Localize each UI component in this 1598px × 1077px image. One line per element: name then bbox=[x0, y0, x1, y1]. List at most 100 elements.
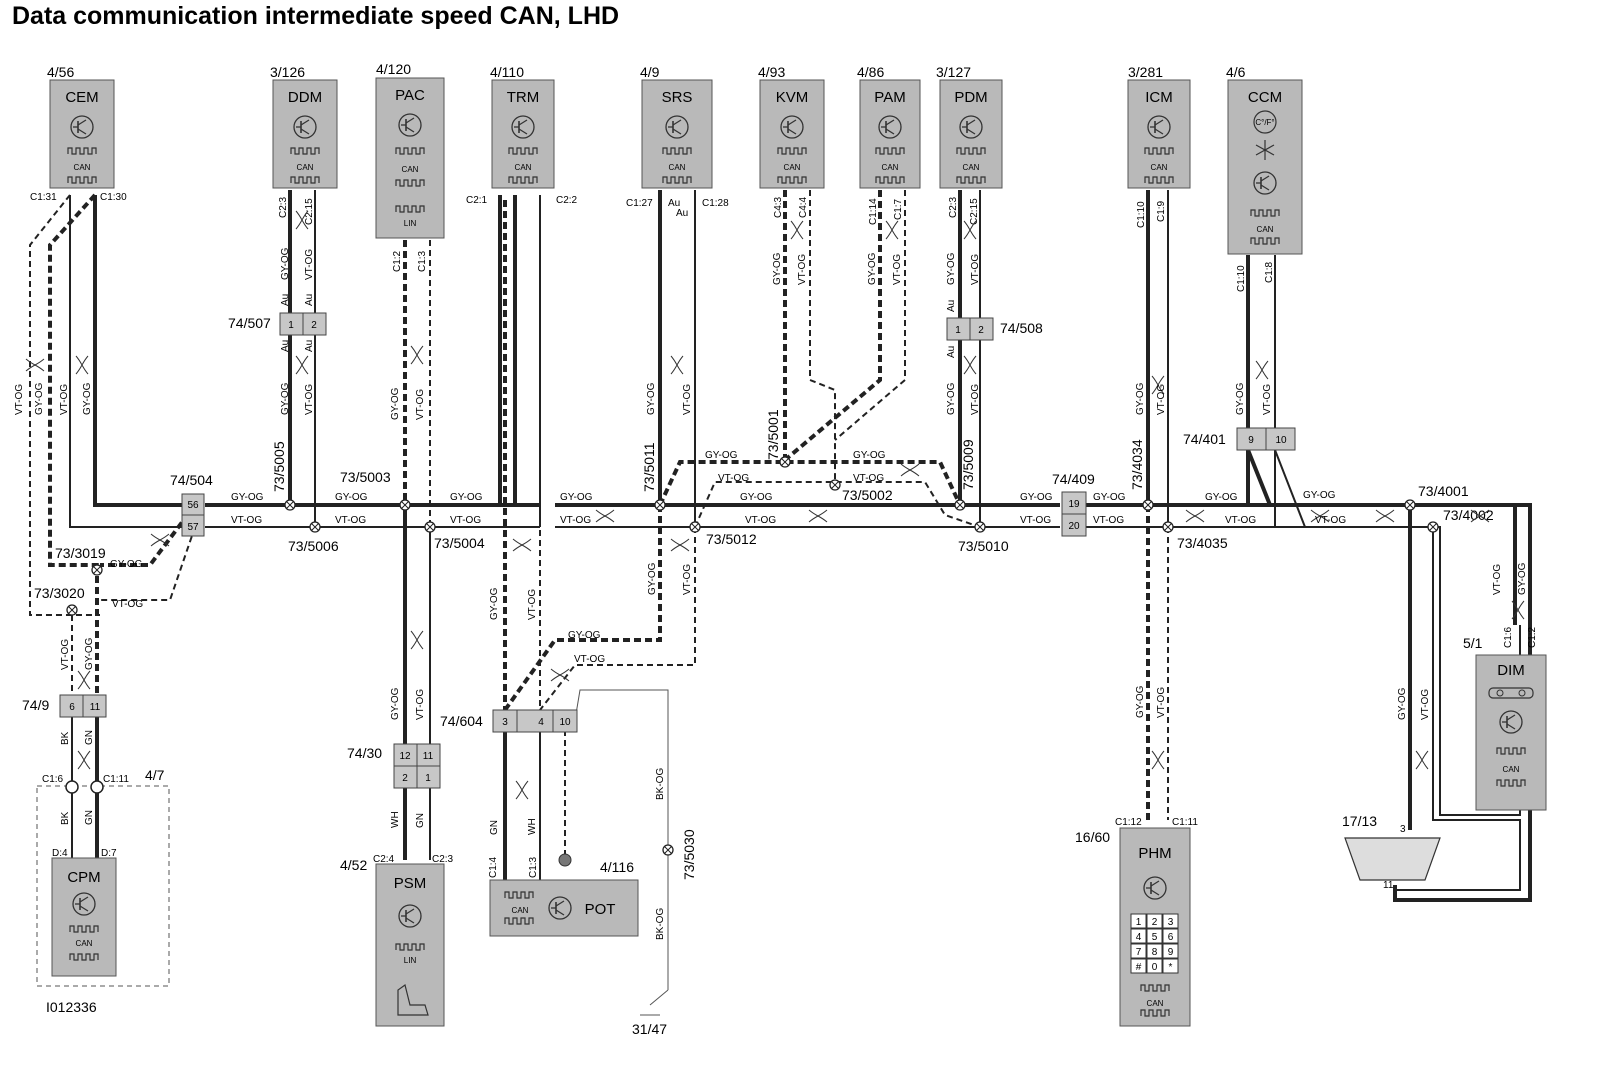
wire-label: VT-OG bbox=[1420, 689, 1431, 720]
pot-ref: 4/116 bbox=[600, 859, 634, 875]
keypad-key bbox=[1162, 958, 1179, 974]
keypad-key bbox=[1162, 943, 1179, 959]
ground-ref: 31/47 bbox=[632, 1021, 667, 1037]
connector-74-604[interactable]: 74/604 3 4 10 bbox=[440, 709, 578, 733]
module-ccm[interactable]: 4/6 CCM C°/F° CAN C1:10 C1:8 bbox=[1226, 64, 1303, 292]
module-ddm[interactable]: 3/126 DDM CAN C2:3 C2:15 bbox=[270, 64, 338, 225]
wire-label: GY-OG bbox=[646, 382, 657, 415]
c74-401-ref: 74/401 bbox=[1183, 431, 1226, 447]
splice-73-4002 bbox=[1427, 521, 1439, 533]
splice-73-5010 bbox=[974, 521, 986, 533]
c74-504-pin: 57 bbox=[187, 522, 199, 533]
splice-label: 73/4001 bbox=[1418, 483, 1469, 499]
pdm-pin-b: C2:15 bbox=[969, 198, 980, 225]
keypad-key bbox=[1146, 958, 1163, 974]
wire-label: VT-OG bbox=[892, 254, 903, 285]
dim-can-label: CAN bbox=[1503, 765, 1520, 774]
module-cpm[interactable]: 4/7 C1:6 C1:11 D:4 D:7 CPM CAN bbox=[36, 767, 170, 987]
wire-label: Au bbox=[280, 340, 291, 352]
keypad-key bbox=[1146, 913, 1163, 929]
splice-label: 73/5005 bbox=[271, 441, 287, 492]
connector-74-508[interactable]: 74/508 1 2 bbox=[946, 317, 1043, 341]
icm-ref: 3/281 bbox=[1128, 64, 1163, 80]
c74-508-ref: 74/508 bbox=[1000, 320, 1043, 336]
module-trm[interactable]: 4/110 TRM CAN C2:1 C2:2 bbox=[466, 64, 578, 206]
keypad-key-label: 3 bbox=[1168, 917, 1174, 928]
cpm-pin-b: D:7 bbox=[101, 848, 117, 859]
c74-30-ref: 74/30 bbox=[347, 745, 382, 761]
cem-can-label: CAN bbox=[74, 163, 91, 172]
splice-label: 73/4035 bbox=[1177, 535, 1228, 551]
kvm-ref: 4/93 bbox=[758, 64, 785, 80]
wire-color-labels: VT-OG GY-OG VT-OG GY-OG GY-OG VT-OG GY-O… bbox=[14, 247, 1528, 940]
wire-label: VT-OG bbox=[1225, 515, 1256, 526]
wire-label: Au bbox=[946, 346, 957, 358]
connector-74-409[interactable]: 74/409 19 20 bbox=[1052, 471, 1095, 537]
connector-74-504[interactable]: 74/504 56 57 bbox=[170, 472, 213, 537]
module-icm[interactable]: 3/281 ICM CAN C1:10 C1:9 bbox=[1127, 64, 1191, 228]
keypad-key bbox=[1146, 928, 1163, 944]
keypad-key-label: * bbox=[1169, 962, 1173, 973]
c74-9-pin: 11 bbox=[90, 702, 101, 713]
pot-pin-b: C1:3 bbox=[528, 856, 539, 878]
wire-label: Au bbox=[304, 340, 315, 352]
wire-label: GY-OG bbox=[946, 382, 957, 415]
connector-74-30[interactable]: 74/30 12 11 2 1 bbox=[347, 743, 441, 789]
connector-74-507[interactable]: 74/507 1 2 bbox=[228, 312, 327, 336]
ddm-pin-a: C2:3 bbox=[278, 196, 289, 218]
srs-au-b: Au bbox=[676, 208, 688, 219]
icm-name: ICM bbox=[1145, 89, 1173, 106]
connector-74-401[interactable]: 74/401 9 10 bbox=[1183, 427, 1296, 451]
icm-can-label: CAN bbox=[1151, 163, 1168, 172]
keypad-key bbox=[1130, 943, 1147, 959]
wire-label: VT-OG bbox=[970, 384, 981, 415]
wire-label: GY-OG bbox=[560, 492, 593, 503]
wire-label: VT-OG bbox=[1492, 564, 1503, 595]
splices: 73/5005 73/5006 73/5003 73/5004 73/5011 … bbox=[34, 409, 1494, 880]
splice-73-3019 bbox=[91, 564, 103, 576]
page-title: Data communication intermediate speed CA… bbox=[12, 2, 620, 30]
wire-label: VT-OG bbox=[304, 384, 315, 415]
wiring-lines bbox=[29, 190, 1532, 1016]
module-kvm[interactable]: 4/93 KVM CAN C4:3 C4:4 bbox=[758, 64, 825, 218]
module-psm[interactable]: 4/52 C2:4 C2:3 PSM LIN bbox=[340, 854, 454, 1027]
module-srs[interactable]: 4/9 SRS CAN C1:27 C1:28 Au Au bbox=[626, 64, 729, 219]
splice-73-4034 bbox=[1142, 499, 1154, 511]
pdm-ref: 3/127 bbox=[936, 64, 971, 80]
pot-pin-a: C1:4 bbox=[488, 856, 499, 878]
splice-label: 73/5002 bbox=[842, 487, 893, 503]
module-pot[interactable]: 4/116 C1:4 C1:3 CAN POT bbox=[488, 853, 639, 937]
wire-label: BK-OG bbox=[655, 908, 666, 940]
module-dim[interactable]: 5/1 DIM CAN C1:6 C1:2 bbox=[1463, 626, 1547, 811]
splice-73-5004 bbox=[424, 521, 436, 533]
keypad-key bbox=[1162, 928, 1179, 944]
wire-label: GY-OG bbox=[853, 450, 886, 461]
splice-73-5003 bbox=[399, 499, 411, 511]
module-pac[interactable]: 4/120 PAC CAN LIN C1:2 C1:3 bbox=[375, 61, 445, 272]
module-pdm[interactable]: 3/127 PDM CAN C2:3 C2:15 bbox=[936, 64, 1003, 225]
wire-label: GN bbox=[84, 810, 95, 825]
wire-label: VT-OG bbox=[1262, 384, 1273, 415]
srs-au-a: Au bbox=[668, 198, 680, 209]
pac-pin-a: C1:2 bbox=[392, 250, 403, 272]
c74-30-pin: 1 bbox=[425, 773, 431, 784]
module-dlc[interactable]: 17/13 3 11 bbox=[1342, 813, 1441, 891]
connector-74-9[interactable]: 74/9 6 11 bbox=[22, 694, 107, 718]
phm-pin-b: C1:11 bbox=[1172, 817, 1198, 828]
kvm-name: KVM bbox=[776, 89, 809, 106]
psm-pin-a: C2:4 bbox=[373, 854, 395, 865]
wire-label: GY-OG bbox=[1205, 492, 1238, 503]
module-pam[interactable]: 4/86 PAM CAN C1:14 C1:7 bbox=[857, 64, 921, 225]
dim-pin-a: C1:6 bbox=[1503, 626, 1514, 648]
wire-label: GY-OG bbox=[1135, 382, 1146, 415]
c74-504-pin: 56 bbox=[187, 500, 199, 511]
wire-label: VT-OG bbox=[450, 515, 481, 526]
c74-409-ref: 74/409 bbox=[1052, 471, 1095, 487]
ccm-ref: 4/6 bbox=[1226, 64, 1246, 80]
phm-name: PHM bbox=[1138, 845, 1171, 862]
pam-pin-a: C1:14 bbox=[868, 198, 879, 225]
module-cem[interactable]: 4/56 CEM CAN C1:31 C1:30 bbox=[30, 64, 127, 203]
